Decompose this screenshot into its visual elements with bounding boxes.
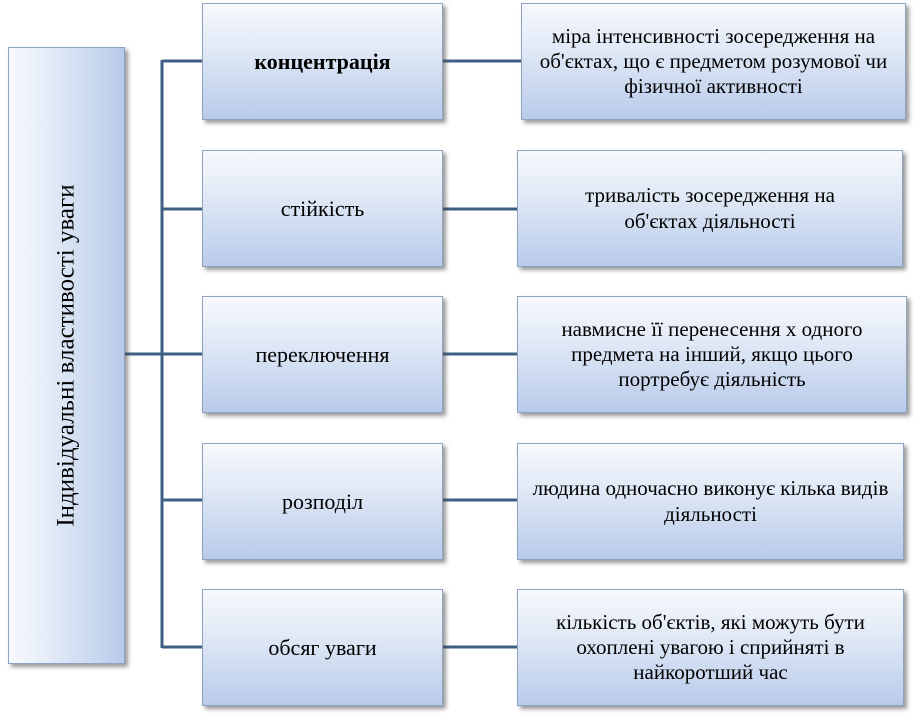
description-box-switching: навмисне її перенесення х одного предмет… [517,296,907,413]
description-text: людина одночасно виконує кілька видів ді… [532,476,889,526]
root-box: Індивідуальні властивості уваги [8,47,125,664]
description-box-distribution: людина одночасно виконує кілька видів ді… [517,443,904,560]
description-text: міра інтенсивності зосередження на об'єк… [539,23,888,99]
description-text: навмисне її перенесення х одного предмет… [561,316,863,392]
property-box-switching: переключення [202,296,443,413]
description-box-stability: тривалість зосередження на об'єктах діял… [517,150,903,267]
description-text: тривалість зосередження на об'єктах діял… [585,183,835,233]
description-box-attention-span: кількість об'єктів, які можуть бути охоп… [517,589,904,706]
property-box-concentration: концентрація [202,3,443,120]
property-label: розподіл [281,488,364,514]
property-box-attention-span: обсяг уваги [202,589,443,706]
property-box-distribution: розподіл [202,443,443,560]
property-label: стійкість [280,195,365,221]
root-label: Індивідуальні властивості уваги [53,184,80,527]
description-box-concentration: міра інтенсивності зосередження на об'єк… [521,3,906,120]
property-label: обсяг уваги [268,634,377,660]
description-text: кількість об'єктів, які можуть бути охоп… [556,609,865,685]
property-label: переключення [255,341,390,367]
property-box-stability: стійкість [202,150,443,267]
property-label: концентрація [254,48,391,74]
